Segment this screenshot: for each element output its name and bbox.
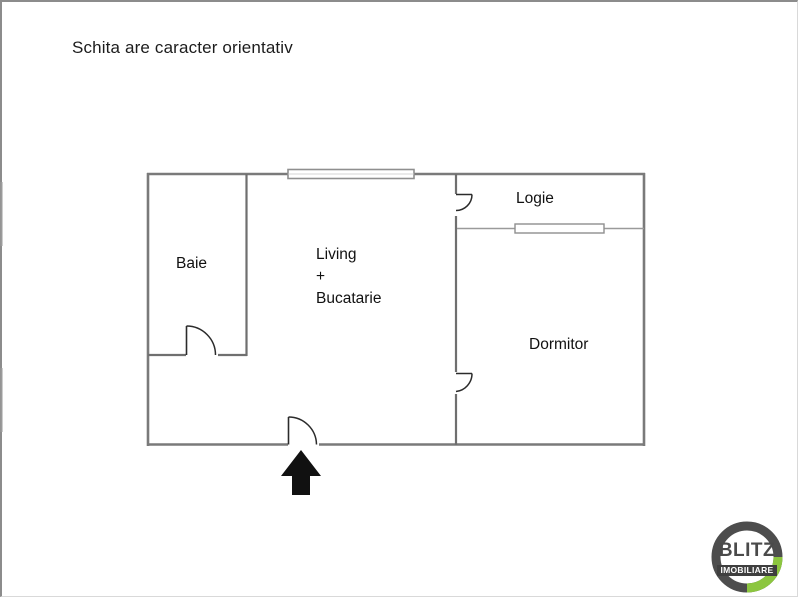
blitz-imobiliare-logo: BLITZ IMOBILIARE: [708, 521, 786, 593]
interior-walls: [148, 174, 644, 445]
room-label-living-bucatarie: Living + Bucatarie: [316, 244, 381, 310]
room-label-dormitor: Dormitor: [529, 336, 589, 353]
room-label-baie: Baie: [176, 255, 208, 272]
room-label-living-line1: Living: [316, 246, 357, 263]
door-logie: [455, 193, 473, 212]
window-logie: [514, 223, 605, 234]
door-dormitor: [455, 372, 473, 393]
door-baie: [185, 325, 217, 356]
room-label-logie: Logie: [516, 190, 554, 207]
window-living: [287, 168, 415, 180]
exterior-walls: [146, 172, 646, 446]
room-label-living-line2: +: [316, 268, 326, 285]
page-title: Schita are caracter orientativ: [72, 38, 293, 57]
entrance-arrow: [281, 450, 321, 495]
logo-ring-icon: [711, 521, 783, 593]
door-entrance: [287, 416, 318, 445]
room-label-living-line3: Bucatarie: [316, 290, 382, 307]
